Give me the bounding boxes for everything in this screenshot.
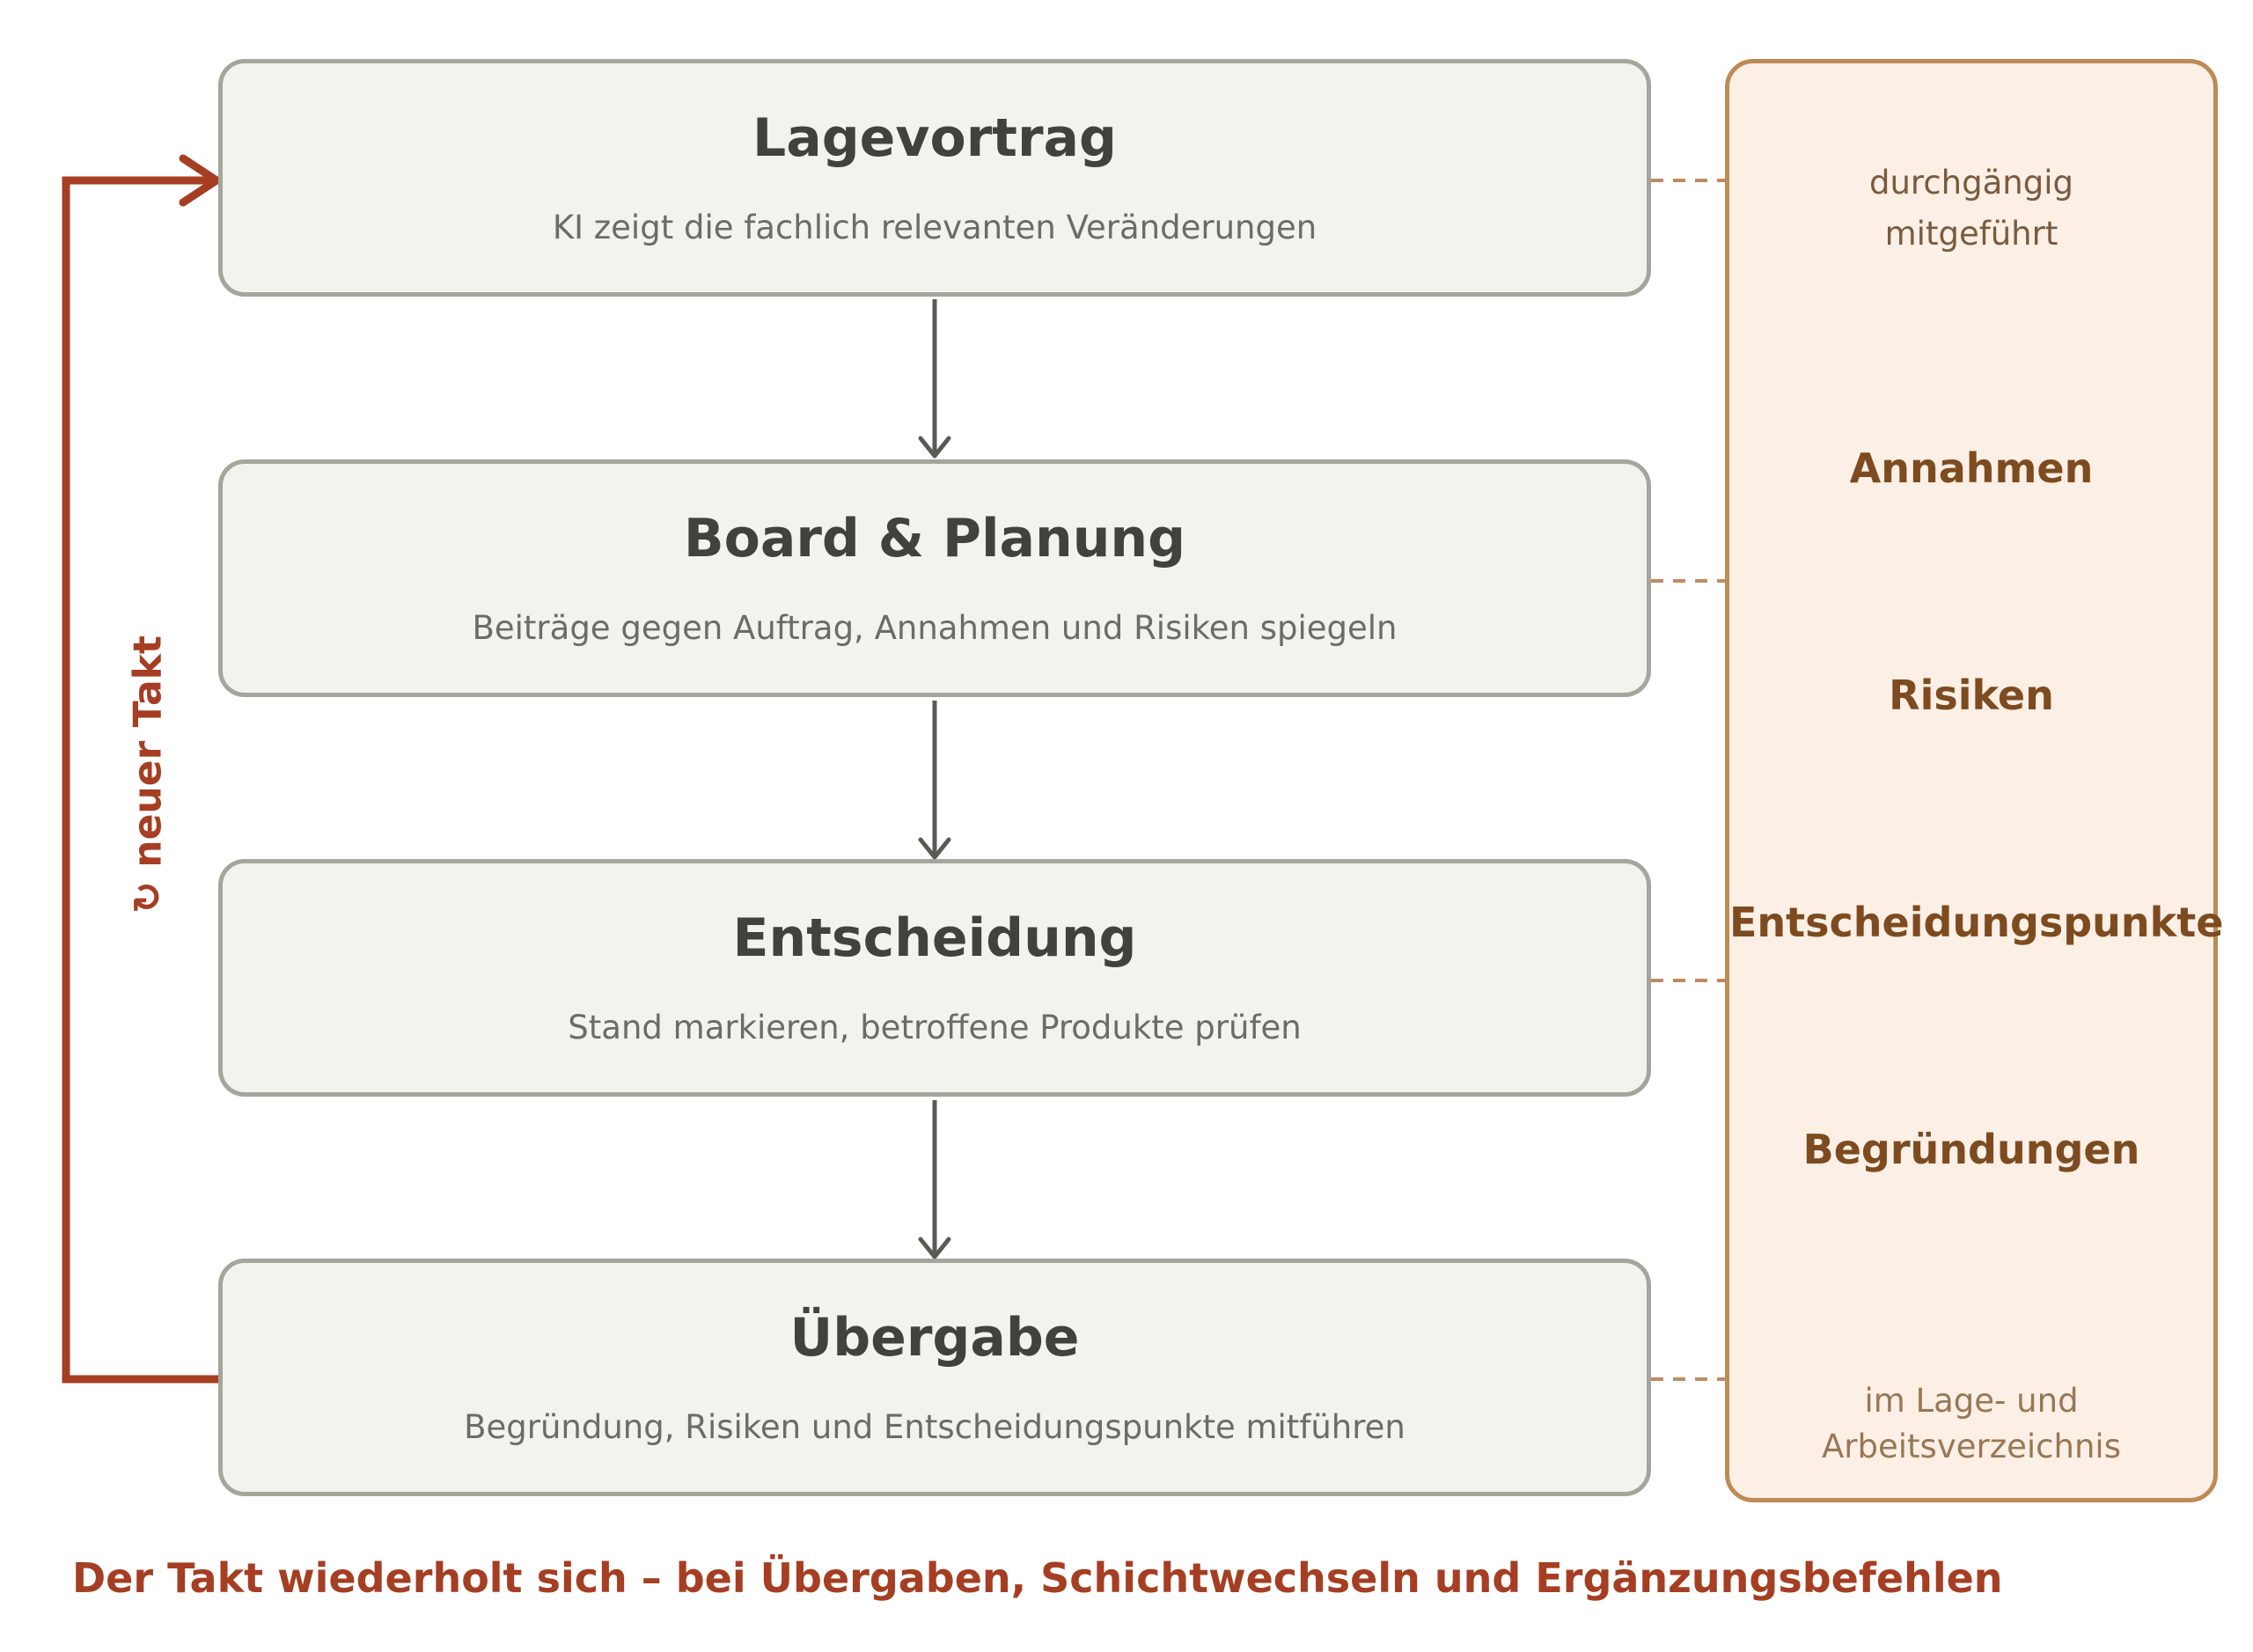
panel-top-note-line1: durchgängig bbox=[1869, 164, 2073, 202]
step-subtitle: Begründung, Risiken und Entscheidungspun… bbox=[464, 1408, 1405, 1446]
panel-bottom-note-line1: im Lage- und bbox=[1864, 1382, 2079, 1420]
carried-items-panel: durchgängig mitgeführt Annahmen Risiken … bbox=[1725, 59, 2224, 1502]
step-title: Übergabe bbox=[789, 1307, 1080, 1369]
step-box-uebergabe: Übergabe Begründung, Risiken und Entsche… bbox=[218, 1259, 1651, 1496]
step-box-lagevortrag: Lagevortrag KI zeigt die fachlich releva… bbox=[218, 59, 1651, 297]
step-subtitle: KI zeigt die fachlich relevanten Verände… bbox=[552, 209, 1317, 246]
step-subtitle: Beiträge gegen Auftrag, Annahmen und Ris… bbox=[472, 609, 1398, 647]
panel-bottom-note-line2: Arbeitsverzeichnis bbox=[1822, 1428, 2121, 1465]
footer-caption: Der Takt wiederholt sich – bei Übergaben… bbox=[72, 1554, 2003, 1602]
step-subtitle: Stand markieren, betroffene Produkte prü… bbox=[568, 1009, 1302, 1046]
step-title: Lagevortrag bbox=[752, 107, 1117, 169]
step-box-entscheidung: Entscheidung Stand markieren, betroffene… bbox=[218, 859, 1651, 1097]
panel-item-entscheidungspunkte: Entscheidungspunkte bbox=[1729, 899, 2224, 946]
step-title: Board & Planung bbox=[683, 508, 1186, 569]
panel-item-risiken: Risiken bbox=[1889, 672, 2054, 719]
panel-item-begruendungen: Begründungen bbox=[1802, 1126, 2140, 1173]
step-box-board-planung: Board & Planung Beiträge gegen Auftrag, … bbox=[218, 459, 1651, 697]
flow-arrow-2 bbox=[918, 701, 951, 860]
flow-arrow-1 bbox=[918, 299, 951, 459]
panel-top-note-line2: mitgeführt bbox=[1884, 215, 2059, 253]
flow-arrow-3 bbox=[918, 1100, 951, 1259]
loop-label-text: ↻ neuer Takt bbox=[125, 635, 171, 914]
loop-back-arrow bbox=[62, 154, 224, 1384]
panel-item-annahmen: Annahmen bbox=[1849, 444, 2094, 492]
step-title: Entscheidung bbox=[732, 907, 1137, 969]
